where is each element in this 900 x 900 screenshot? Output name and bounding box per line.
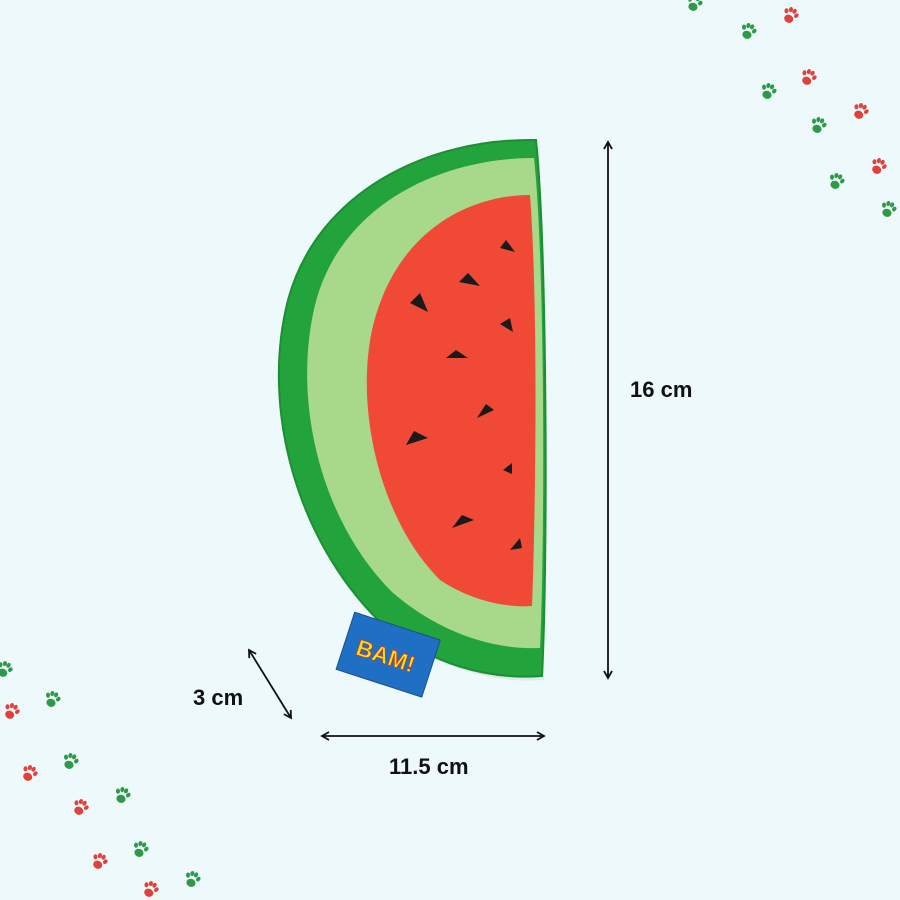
paw-print-icon	[867, 155, 890, 177]
paw-trail-top-right	[683, 0, 899, 220]
paw-print-icon	[18, 762, 41, 784]
paw-print-icon	[88, 850, 111, 872]
paw-print-icon	[69, 796, 92, 818]
depth-arrow	[248, 648, 292, 720]
width-dimension-label: 11.5 cm	[389, 754, 469, 779]
paw-print-icon	[797, 66, 820, 88]
paw-print-icon	[0, 700, 23, 722]
depth-dimension-label: 3 cm	[193, 685, 244, 710]
paw-print-icon	[0, 658, 16, 680]
paw-trail-bottom-left	[0, 658, 203, 900]
paw-print-icon	[825, 170, 847, 192]
paw-print-icon	[737, 20, 759, 42]
height-dimension-label: 16 cm	[630, 377, 693, 402]
dimension-arrows	[248, 140, 613, 741]
paw-print-icon	[877, 198, 899, 220]
flesh	[366, 195, 536, 607]
paw-print-icon	[849, 100, 872, 122]
paw-print-icon	[59, 750, 81, 772]
paw-print-icon	[779, 4, 802, 26]
paw-print-icon	[757, 80, 779, 102]
paw-print-icon	[129, 838, 151, 860]
paw-print-icon	[111, 784, 133, 806]
brand-tag: BAM!	[335, 611, 441, 698]
paw-print-icon	[181, 868, 203, 890]
watermelon-plush: BAM!	[277, 138, 547, 698]
paw-print-icon	[807, 114, 829, 136]
paw-print-icon	[41, 688, 63, 710]
paw-print-icon	[683, 0, 705, 14]
seeds	[406, 240, 522, 550]
paw-print-icon	[139, 878, 162, 900]
